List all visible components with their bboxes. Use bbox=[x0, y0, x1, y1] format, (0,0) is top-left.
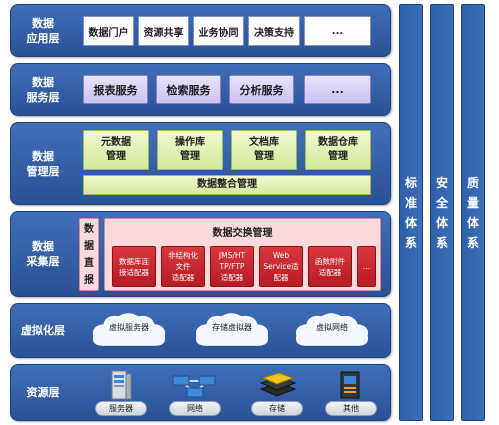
app-layer-title: 数据 应用层 bbox=[26, 16, 60, 45]
cloud-label: 虚拟网络 bbox=[316, 323, 348, 332]
virtual-layer-title: 虚拟化层 bbox=[21, 324, 65, 337]
service-item-report: 报表服务 bbox=[83, 75, 148, 104]
service-item-analysis: 分析服务 bbox=[229, 75, 294, 104]
adapter-database: 数据库连 接适配器 bbox=[112, 246, 156, 287]
service-layer: 数据 服务层 报表服务 检索服务 分析服务 ... bbox=[10, 63, 391, 116]
resource-storage: 存储 bbox=[251, 369, 303, 417]
virtual-layer: 虚拟化层 虚拟服务器 存储虚拟器 虚拟网络 bbox=[10, 303, 391, 358]
exchange-panel: 数据交换管理 数据库连 接适配器 非结构化 文件 适配器 JMS/HT TP/F… bbox=[104, 218, 381, 291]
resource-other: 其他 bbox=[325, 369, 377, 417]
resource-server: 服务器 bbox=[95, 369, 147, 417]
service-layer-title: 数据 服务层 bbox=[26, 75, 60, 104]
adapter-more: ... bbox=[357, 246, 376, 287]
server-icon bbox=[111, 370, 132, 400]
app-item-collaboration: 业务协同 bbox=[193, 16, 244, 46]
app-layer: 数据 应用层 数据门户 资源共享 业务协同 决策支持 ... bbox=[10, 4, 391, 57]
app-item-more: ... bbox=[304, 16, 371, 46]
network-icon bbox=[172, 375, 216, 398]
service-item-more: ... bbox=[304, 75, 371, 104]
cloud-virtual-server: 虚拟服务器 bbox=[89, 309, 169, 351]
mgmt-item-metadata: 元数据 管理 bbox=[83, 130, 149, 170]
cloud-label: 虚拟服务器 bbox=[109, 323, 149, 332]
exchange-title: 数据交换管理 bbox=[212, 228, 273, 239]
resource-network: 网络 bbox=[169, 369, 221, 417]
mgmt-layer-title: 数据 管理层 bbox=[26, 149, 60, 178]
resource-network-label: 网络 bbox=[169, 401, 221, 416]
resource-layer-title: 资源层 bbox=[26, 386, 60, 399]
service-item-search: 检索服务 bbox=[156, 75, 221, 104]
cloud-icon bbox=[195, 313, 269, 346]
device-icon bbox=[340, 371, 360, 399]
cloud-virtual-network: 虚拟网络 bbox=[292, 309, 372, 351]
mgmt-item-warehouse: 数据仓库 管理 bbox=[305, 130, 371, 170]
cloud-label: 存储虚拟器 bbox=[212, 323, 252, 332]
standard-system-bar: 标 准 体 系 bbox=[399, 4, 423, 421]
collect-layer-title: 数据 采集层 bbox=[26, 240, 60, 268]
mgmt-layer: 数据 管理层 元数据 管理 操作库 管理 文档库 管理 数据仓库 管理 数据整合… bbox=[10, 122, 391, 205]
mgmt-integration: 数据整合管理 bbox=[83, 175, 371, 195]
cloud-storage-virtualizer: 存储虚拟器 bbox=[192, 309, 272, 351]
cloud-icon bbox=[92, 313, 166, 346]
quality-system-bar: 质 量 体 系 bbox=[461, 4, 485, 421]
storage-icon bbox=[259, 372, 297, 397]
cloud-icon bbox=[295, 313, 369, 346]
app-item-portal: 数据门户 bbox=[83, 16, 134, 46]
mgmt-item-document: 文档库 管理 bbox=[231, 130, 297, 170]
resource-other-label: 其他 bbox=[325, 401, 377, 416]
resource-server-label: 服务器 bbox=[95, 401, 147, 416]
security-system-bar: 安 全 体 系 bbox=[430, 4, 454, 421]
adapter-unstructured: 非结构化 文件 适配器 bbox=[161, 246, 205, 287]
app-item-sharing: 资源共享 bbox=[138, 16, 189, 46]
collect-layer: 数据 采集层 数 据 直 报 数据交换管理 数据库连 接适配器 非结构化 文件 … bbox=[10, 211, 391, 297]
direct-report-box: 数 据 直 报 bbox=[79, 218, 99, 291]
mgmt-item-operational: 操作库 管理 bbox=[157, 130, 223, 170]
app-item-decision: 决策支持 bbox=[248, 16, 300, 46]
resource-layer: 资源层 服务器 网络 存储 bbox=[10, 364, 391, 421]
adapter-jms: JMS/HT TP/FTP 适配器 bbox=[210, 246, 254, 287]
adapter-webservice: Web Service适 配器 bbox=[259, 246, 303, 287]
adapter-function: 函数附件 适配器 bbox=[308, 246, 352, 287]
resource-storage-label: 存储 bbox=[251, 401, 303, 416]
